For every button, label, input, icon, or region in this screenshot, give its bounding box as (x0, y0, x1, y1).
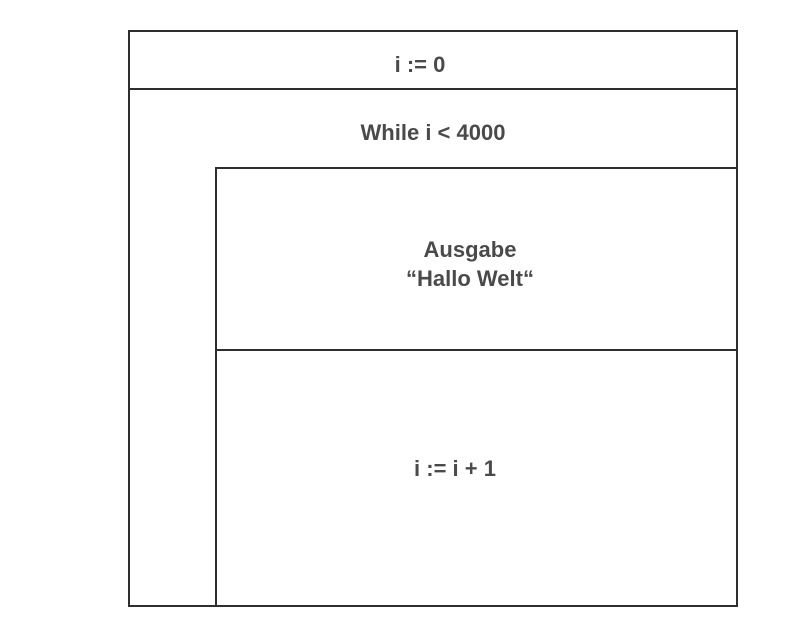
init-statement: i := 0 (394, 52, 446, 77)
output-statement: Ausgabe “Hallo Welt“ (360, 235, 580, 293)
output-line-1: Ausgabe (423, 237, 517, 262)
output-line-2: “Hallo Welt“ (406, 266, 534, 291)
loop-condition: While i < 4000 (360, 120, 506, 145)
loop-body-frame (215, 167, 738, 607)
increment-statement: i := i + 1 (414, 456, 496, 481)
